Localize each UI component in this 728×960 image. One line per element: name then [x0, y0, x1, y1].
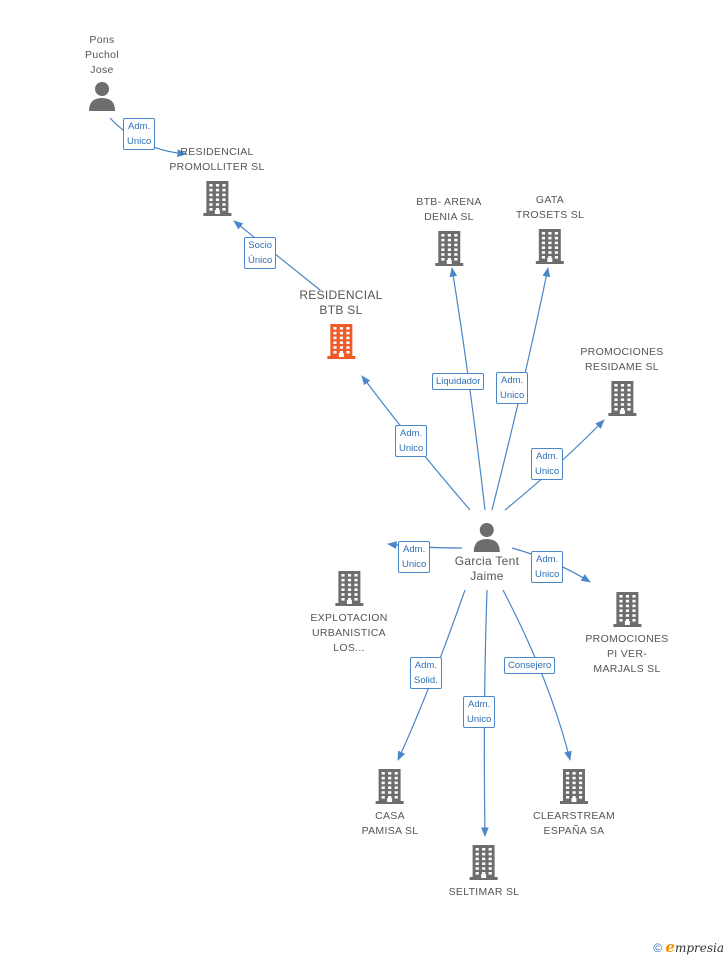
edge-label-line: Unico — [399, 443, 424, 454]
building-icon — [326, 324, 355, 359]
person-icon — [89, 82, 115, 111]
node-label: EXPLOTACION — [310, 612, 388, 624]
footer-copyright: © empresia — [653, 938, 724, 956]
node-label: Jaime — [470, 569, 504, 583]
node-gata-trosets[interactable]: GATA TROSETS SL — [516, 193, 584, 264]
edge-label-garcia-pi: Adm. Unico — [531, 551, 564, 583]
edge-label-btb-promolliter: Socio Único — [244, 237, 277, 269]
building-icon — [559, 769, 588, 804]
building-icon — [335, 571, 363, 606]
node-promociones-pi-ver-marjals[interactable]: PROMOCIONES PI VER- MARJALS SL — [585, 591, 668, 677]
node-label: PI VER- — [606, 648, 648, 660]
node-explotacion-urbanistica[interactable]: EXPLOTACION URBANISTICA LOS... — [310, 570, 387, 656]
edge-label-line: Socio — [248, 240, 273, 251]
edge-label-garcia-clearstream: Consejero — [504, 657, 556, 674]
building-icon — [535, 229, 564, 264]
edge-label-line: Único — [248, 255, 273, 266]
node-label: RESIDAME SL — [585, 361, 659, 373]
edge-label-pons-promolliter: Adm. Unico — [123, 118, 156, 150]
node-garcia-tent-jaime[interactable]: Garcia Tent Jaime — [455, 522, 519, 584]
edge-label-line: Unico — [402, 559, 427, 570]
brand-initial: e — [665, 938, 675, 956]
node-label: DENIA SL — [424, 211, 474, 223]
node-promociones-residame[interactable]: PROMOCIONES RESIDAME SL — [580, 345, 663, 416]
node-label: MARJALS SL — [593, 663, 661, 675]
edge-label-garcia-btb: Adm. Unico — [395, 425, 428, 457]
edge-label-line: Unico — [127, 136, 152, 147]
node-label: URBANISTICA — [312, 627, 386, 639]
node-label: ESPAÑA SA — [543, 825, 605, 837]
edge-label-line: Adm. — [536, 451, 559, 462]
brand-text: mpresia — [674, 941, 724, 955]
node-residencial-btb[interactable]: RESIDENCIAL BTB SL — [299, 288, 382, 359]
person-icon — [473, 523, 500, 552]
edge-label-garcia-casa: Adm. Solid. — [410, 657, 442, 689]
node-pons-puchol-jose[interactable]: Pons Puchol Jose — [85, 33, 119, 113]
edge-btb-promolliter — [233, 220, 321, 291]
building-icon — [469, 845, 498, 880]
node-clearstream-espana[interactable]: CLEARSTREAM ESPAÑA SA — [533, 768, 615, 839]
node-label: LOS... — [333, 642, 365, 654]
edge-label-line: Adm. — [501, 375, 524, 386]
node-label: PROMOCIONES — [585, 633, 669, 645]
node-label: PAMISA SL — [361, 825, 419, 837]
building-icon — [612, 592, 641, 627]
node-label: Garcia Tent — [454, 554, 520, 568]
building-icon — [607, 381, 636, 416]
node-label: RESIDENCIAL — [180, 146, 254, 158]
edge-label-line: Unico — [467, 714, 492, 725]
node-label: RESIDENCIAL — [299, 288, 383, 302]
edge-label-line: Consejero — [508, 660, 552, 671]
edge-label-line: Adm. — [128, 121, 151, 132]
building-icon — [376, 769, 404, 804]
node-label: Pons — [89, 34, 115, 46]
edge-label-line: Adm. — [414, 660, 437, 671]
node-label: PROMOLLITER SL — [169, 161, 265, 173]
edge-label-line: Adm. — [400, 428, 423, 439]
edge-label-line: Adm. — [536, 554, 559, 565]
node-residencial-promolliter[interactable]: RESIDENCIAL PROMOLLITER SL — [169, 145, 264, 216]
edge-label-line: Unico — [500, 390, 525, 401]
node-btb-arena-denia[interactable]: BTB- ARENA DENIA SL — [416, 195, 481, 266]
edge-label-line: Unico — [535, 569, 560, 580]
edge-garcia-clearstream — [502, 589, 572, 761]
edge-label-garcia-explotacion: Adm. Unico — [398, 541, 431, 573]
node-casa-pamisa[interactable]: CASA PAMISA SL — [362, 768, 419, 839]
edge-label-line: Adm. — [403, 544, 426, 555]
node-label: BTB SL — [319, 303, 363, 317]
edge-label-garcia-seltimar: Adm. Unico — [463, 696, 496, 728]
node-label: Jose — [90, 64, 114, 76]
node-seltimar[interactable]: SELTIMAR SL — [449, 844, 520, 900]
node-label: SELTIMAR SL — [448, 886, 520, 898]
node-label: BTB- ARENA — [416, 196, 482, 208]
edge-label-garcia-gata: Adm. Unico — [496, 372, 529, 404]
empresia-logo[interactable]: empresia — [665, 938, 724, 956]
node-label: Puchol — [85, 49, 119, 61]
building-icon — [435, 231, 463, 266]
node-label: TROSETS SL — [515, 209, 585, 221]
building-icon — [202, 181, 231, 216]
node-label: PROMOCIONES — [580, 346, 664, 358]
node-label: CLEARSTREAM — [532, 810, 616, 822]
edge-label-garcia-residame: Adm. Unico — [531, 448, 564, 480]
edge-label-line: Solid. — [414, 675, 438, 686]
edge-label-line: Adm. — [468, 699, 491, 710]
node-label: CASA — [375, 810, 405, 822]
node-label: GATA — [535, 194, 565, 206]
edge-label-line: Liquidador — [436, 376, 481, 387]
edge-label-line: Unico — [535, 466, 560, 477]
copyright-icon: © — [653, 941, 663, 955]
edge-label-garcia-arena: Liquidador — [432, 373, 485, 390]
